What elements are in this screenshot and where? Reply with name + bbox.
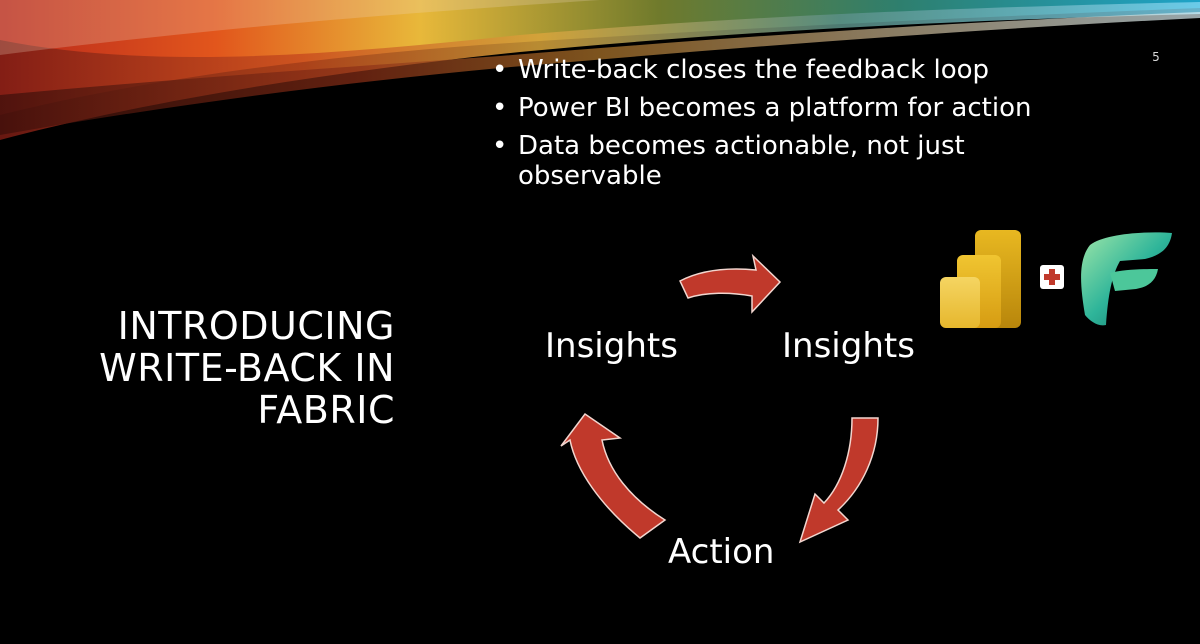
cycle-label-insights-right: Insights [782,326,915,366]
logo-group [940,230,1172,328]
title-line: WRITE-BACK IN [99,346,395,390]
bullet-icon: • [492,93,508,123]
cycle-label-action: Action [668,532,775,572]
bullet-list: • Write-back closes the feedback loop • Po… [490,55,1110,199]
decorative-swoosh [0,0,1200,140]
bullet-item: • Data becomes actionable, not just obser… [490,131,1038,191]
bullet-item: • Write-back closes the feedback loop [490,55,1110,85]
bullet-icon: • [492,131,508,161]
fabric-logo-icon [1081,232,1172,326]
arrow-left-icon [560,412,667,539]
bullet-icon: • [492,55,508,85]
title-line: FABRIC [257,388,395,432]
bullet-text: Write-back closes the feedback loop [518,55,990,85]
bullet-text: Power BI becomes a platform for action [518,93,1032,123]
bullet-item: • Power BI becomes a platform for action [490,93,1110,123]
cycle-label-insights-left: Insights [545,326,678,366]
power-bi-logo-icon [940,230,1021,328]
arrow-top-icon [679,253,782,314]
arrow-right-icon [798,417,879,544]
title-line: INTRODUCING [117,304,395,348]
plus-icon [1040,265,1064,289]
bullet-text: Data becomes actionable, not just observ… [518,131,965,191]
slide-title: INTRODUCING WRITE-BACK IN FABRIC [60,305,395,431]
page-number: 5 [1152,50,1160,64]
